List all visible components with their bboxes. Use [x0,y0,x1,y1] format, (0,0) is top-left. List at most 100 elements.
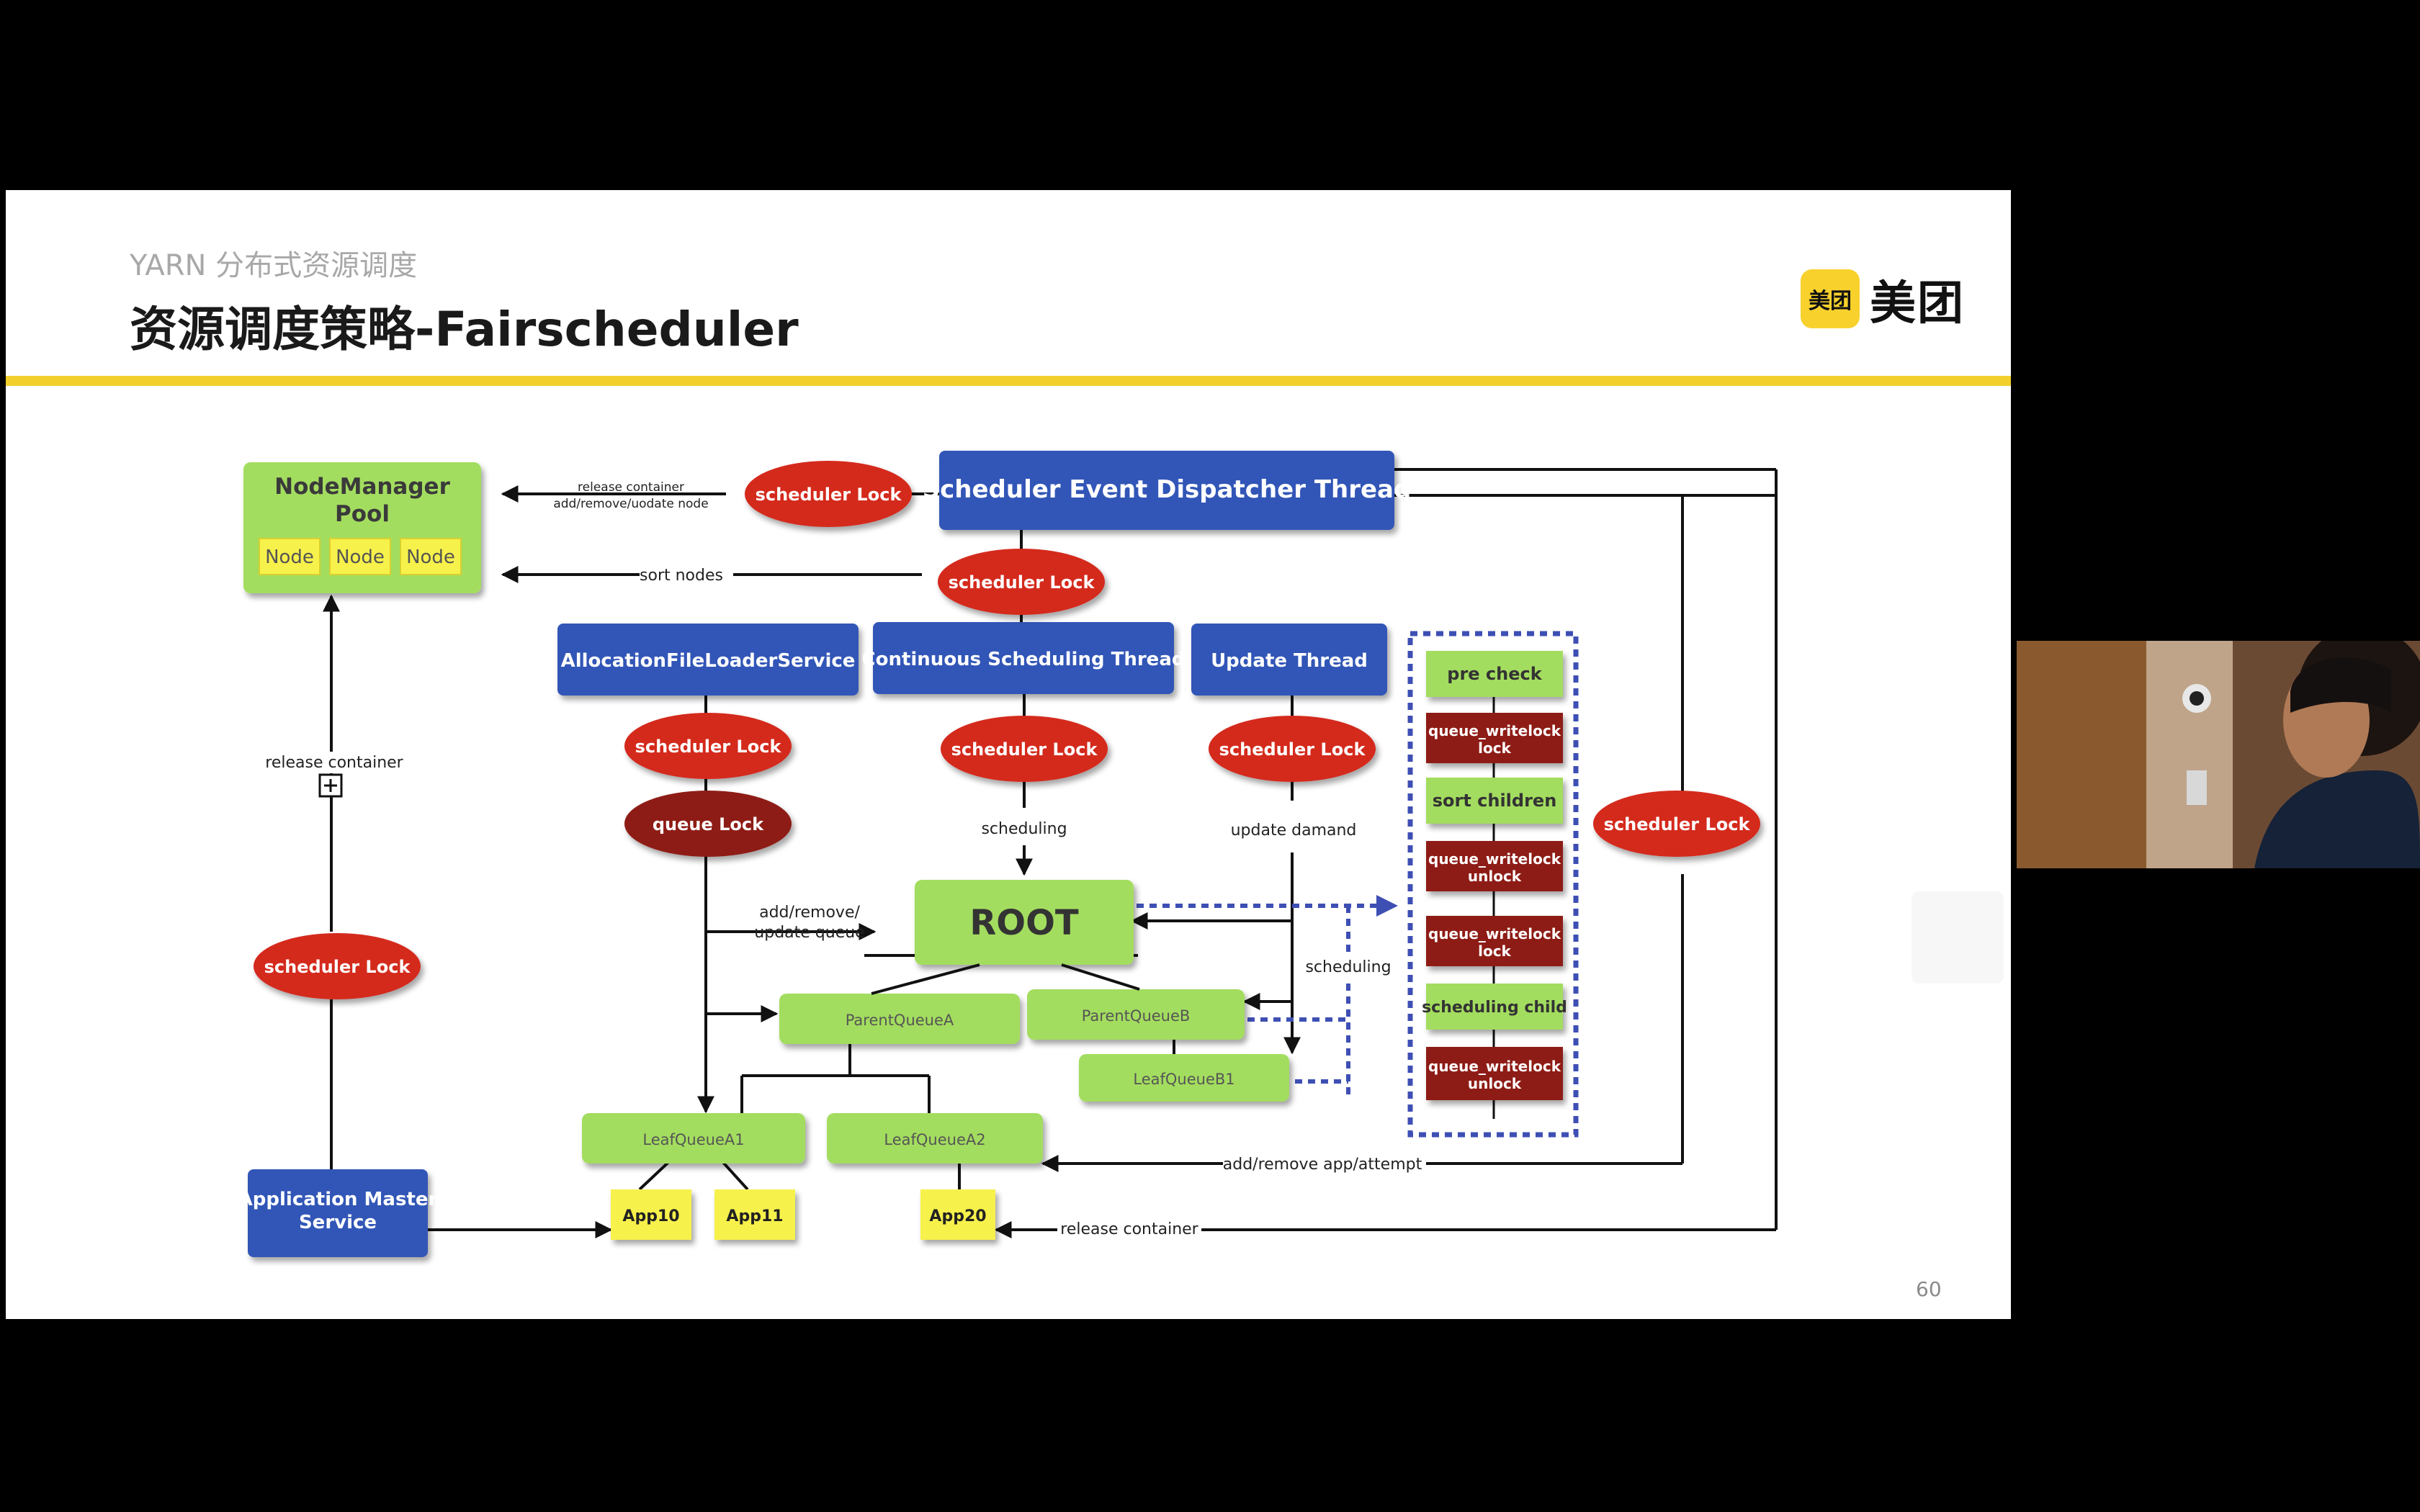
leaf-queue-a2-label: LeafQueueA2 [884,1131,985,1148]
add-remove-app-label: add/remove app/attempt [1223,1156,1422,1174]
faint-overlay-button[interactable] [1912,891,2004,984]
step-box [1426,984,1563,1030]
allocation-service-box [557,624,859,696]
scheduler-lock-label: scheduler Lock [264,957,411,977]
scheduler-lock-ellipse [938,549,1105,615]
update-thread-box [1191,624,1387,696]
parent-queue-a-box [779,994,1020,1044]
root-queue-box [915,880,1134,965]
slide-title: 资源调度策略-Fairscheduler [130,302,799,357]
leaf-queue-b1-label: LeafQueueB1 [1133,1071,1234,1088]
app10-label: App10 [622,1207,679,1225]
am-service-box [248,1169,428,1257]
scheduling-label: scheduling [981,820,1067,838]
node-box [400,538,462,575]
scheduling-label-right: scheduling [1305,958,1391,976]
step-box [1426,651,1563,697]
dispatcher-thread-box [939,451,1394,530]
step-label-line2: lock [1478,942,1511,960]
continuous-scheduling-box [873,622,1174,694]
leaf-queue-a1-box [582,1113,805,1164]
update-node-label: add/remove/uodate node [553,497,708,511]
add-remove-queue-label-1: add/remove/ [759,904,860,922]
app11-label: App11 [726,1207,783,1225]
release-container-label-left: release container [265,754,403,772]
queue-tree-links [871,963,1175,1054]
step-box [1426,1047,1563,1100]
nodemanager-pool-title-1: NodeManager [274,474,450,500]
queue-lock-label: queue Lock [653,814,764,834]
scheduler-lock-label: scheduler Lock [951,739,1098,760]
release-container-app-label: release container [1060,1220,1198,1238]
slide-subtitle: YARN 分布式资源调度 [130,249,418,282]
scheduler-lock-label: scheduler Lock [756,485,902,505]
leaf-queue-b1-box [1079,1054,1289,1102]
step-label: pre check [1447,664,1542,684]
update-damand-label: update damand [1231,822,1357,840]
blue-service-boxes: Scheduler Event Dispatcher Thread Alloca… [238,451,1412,1257]
leaf-queue-a1-label: LeafQueueA1 [642,1131,744,1148]
lock-ellipses: scheduler Lock scheduler Lock scheduler … [254,461,1760,999]
nodemanager-pool-title-2: Pool [335,501,390,527]
step-label: queue_writelock [1428,925,1561,942]
scheduler-lock-label: scheduler Lock [1219,739,1366,760]
step-label-line2: unlock [1468,1075,1522,1092]
step-label-line2: lock [1478,739,1511,757]
app20-box [920,1189,995,1240]
presenter-video-frame [2017,641,2420,868]
am-service-label-1: Application Master [238,1189,438,1210]
meituan-logo-text: 美团 [1870,277,1965,330]
parent-queue-b-label: ParentQueueB [1082,1007,1191,1025]
step-label: queue_writelock [1428,1058,1561,1075]
step-box [1426,841,1563,891]
scheduler-lock-ellipse [624,713,792,779]
step-label: sort children [1433,791,1557,811]
sort-nodes-mask [640,564,733,586]
scheduler-lock-ellipse [941,716,1108,782]
node-label: Node [336,546,385,568]
add-remove-queue-label-2: update queue [754,924,864,942]
release-container-label: release container [578,480,684,495]
step-box [1426,916,1563,966]
app11-box [714,1189,795,1240]
meituan-logo-icon: 美团 [1801,269,1860,328]
process-steps: pre check queue_writelock lock sort chil… [1422,651,1567,1119]
node-box [259,538,321,575]
leaf-queue-a2-box [827,1113,1043,1164]
step-box [1426,713,1563,763]
dispatcher-thread-label: Scheduler Event Dispatcher Thread [923,475,1412,504]
title-divider [6,376,2011,386]
sort-nodes-label: sort nodes [640,567,723,585]
scheduler-lock-ellipse [254,933,421,999]
step-label: scheduling child [1422,999,1567,1017]
scheduling-mask [1305,956,1392,978]
node-box [329,538,391,575]
scheduler-lock-label: scheduler Lock [1604,814,1751,834]
edge-labels: release container add/remove/uodate node… [265,480,1425,1241]
queue-lock-ellipse [624,791,792,857]
release-container-mask [272,752,395,773]
page-number: 60 [1916,1277,1942,1301]
step-box [1426,778,1563,824]
presentation-slide: YARN 分布式资源调度 资源调度策略-Fairscheduler 美团 美团 [6,190,2011,1319]
update-thread-label: Update Thread [1211,650,1368,672]
scheduler-lock-label: scheduler Lock [949,572,1095,593]
scheduler-lock-label: scheduler Lock [635,737,782,757]
root-queue-label: ROOT [969,903,1079,943]
scheduler-lock-ellipse [745,461,912,527]
node-label: Node [265,546,314,568]
add-remove-app-mask [1223,1152,1425,1175]
app10-box [611,1189,691,1240]
step-label: queue_writelock [1428,850,1561,868]
nodemanager-pool: NodeManager Pool Node Node Node [243,462,481,593]
parent-queue-a-label: ParentQueueA [846,1012,954,1029]
node-label: Node [406,546,455,568]
scheduler-lock-ellipse [1209,716,1376,782]
fairscheduler-diagram: NodeManager Pool Node Node Node release … [238,451,1778,1257]
presenter-webcam-feed [2017,641,2420,868]
dotted-scheduling-lines [1137,631,1579,1138]
app20-label: App20 [929,1207,986,1225]
parent-queue-b-box [1027,989,1245,1040]
continuous-scheduling-label: Continuous Scheduling Thread [862,649,1186,670]
queue-tree: ROOT ParentQueueA ParentQueueB LeafQueue… [582,880,1289,1240]
